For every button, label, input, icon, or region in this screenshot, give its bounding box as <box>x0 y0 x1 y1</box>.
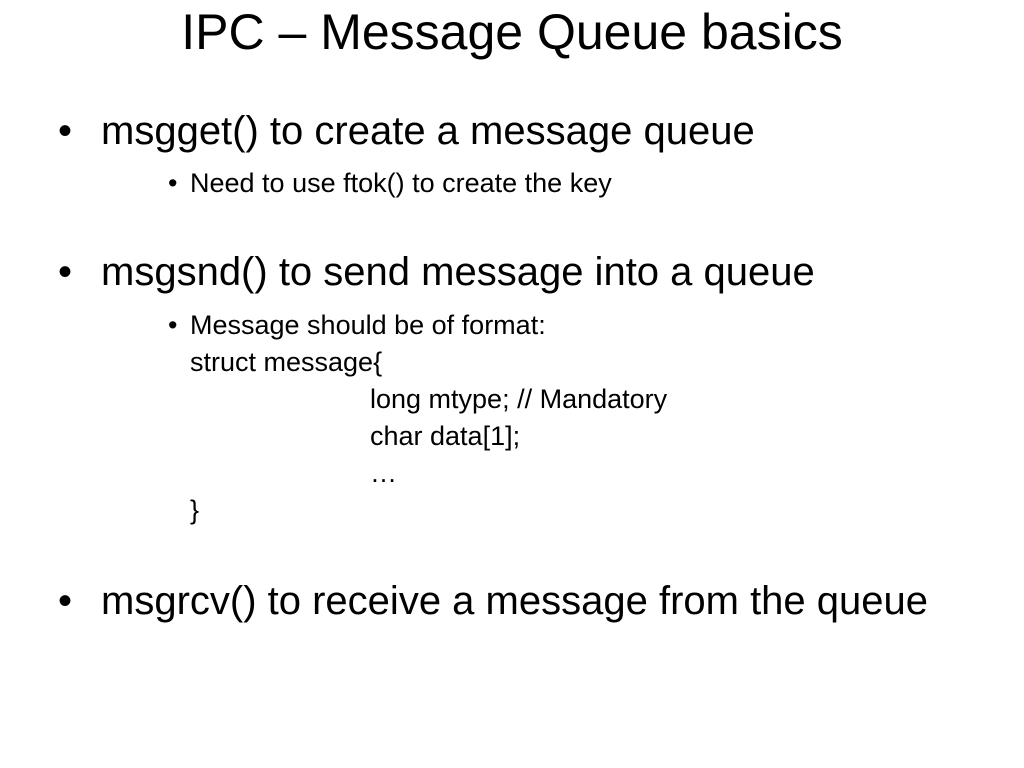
bullet-text: msgrcv() to receive a message from the q… <box>101 579 929 623</box>
sub-bullet-ftok: • Need to use ftok() to create the key <box>168 165 948 202</box>
bullet-dot: • <box>58 579 73 623</box>
data-field-line: char data[1]; <box>370 421 521 451</box>
bullet-dot: • <box>58 109 73 153</box>
bullet-text: msgget() to create a message queue <box>101 109 755 153</box>
format-intro-line: Message should be of format: <box>190 310 546 340</box>
bullet-msgget: • msgget() to create a message queue <box>58 108 958 155</box>
bullet-msgsnd: • msgsnd() to send message into a queue <box>58 249 958 296</box>
bullet-dot: • <box>58 250 73 294</box>
ellipsis-line: … <box>370 458 397 488</box>
sub-bullet-dot: • <box>168 168 178 198</box>
sub-bullet-message-format: • Message should be of format: struct me… <box>168 307 948 529</box>
sub-bullet-dot: • <box>168 310 178 340</box>
mtype-field-line: long mtype; // Mandatory <box>370 384 668 414</box>
bullet-text: msgsnd() to send message into a queue <box>101 250 815 294</box>
struct-open-line: struct message{ <box>190 347 383 377</box>
struct-close-line: } <box>190 495 200 525</box>
bullet-msgrcv: • msgrcv() to receive a message from the… <box>58 578 938 625</box>
slide-title: IPC – Message Queue basics <box>181 4 843 60</box>
message-format-block: Message should be of format: struct mess… <box>190 307 948 529</box>
sub-bullet-text: Need to use ftok() to create the key <box>190 168 612 198</box>
